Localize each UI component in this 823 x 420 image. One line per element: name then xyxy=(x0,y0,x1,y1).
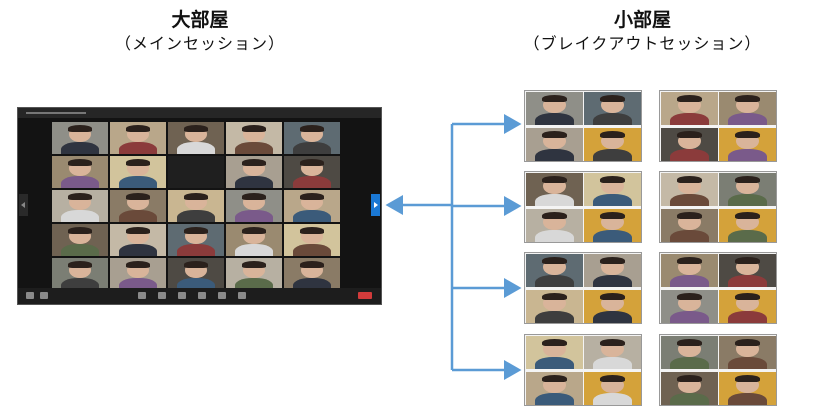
breakout-room-thumbnail xyxy=(659,252,777,324)
participant-video-tile xyxy=(526,209,583,242)
participants-icon xyxy=(138,292,146,299)
reactions-icon xyxy=(238,292,246,299)
share-screen-icon xyxy=(178,292,186,299)
participant-video-tile xyxy=(661,209,718,242)
participant-video-tile xyxy=(110,122,166,154)
participant-video-tile xyxy=(284,122,340,154)
participant-video-tile xyxy=(584,209,641,242)
participant-video-tile xyxy=(168,224,224,256)
participant-video-tile xyxy=(719,173,776,206)
breakout-room-thumbnail xyxy=(659,90,777,162)
main-room-title-block: 大部屋 （メインセッション） xyxy=(50,8,350,56)
participant-video-tile xyxy=(526,254,583,287)
participant-video-tile xyxy=(52,156,108,188)
participant-video-tile xyxy=(284,190,340,222)
participant-video-tile xyxy=(661,254,718,287)
participant-video-tile xyxy=(110,224,166,256)
mute-icon xyxy=(26,292,34,299)
participant-video-tile xyxy=(661,372,718,405)
participant-video-tile xyxy=(719,128,776,161)
participant-video-tile xyxy=(226,156,282,188)
participant-video-tile xyxy=(284,224,340,256)
participant-video-tile xyxy=(719,336,776,369)
participant-video-tile xyxy=(661,336,718,369)
breakout-room-thumbnail xyxy=(524,252,642,324)
participant-video-tile xyxy=(526,372,583,405)
breakout-room-thumbnail xyxy=(524,171,642,243)
participant-video-tile xyxy=(52,224,108,256)
breakout-room-thumbnail xyxy=(524,334,642,406)
meeting-controls-bar xyxy=(18,288,381,304)
participant-video-tile xyxy=(584,372,641,405)
window-titlebar xyxy=(18,108,381,118)
participant-video-tile xyxy=(52,122,108,154)
participant-video-tile xyxy=(52,190,108,222)
main-room-subtitle: （メインセッション） xyxy=(114,34,285,53)
participant-video-tile xyxy=(719,209,776,242)
participant-video-tile xyxy=(661,173,718,206)
participant-video-tile xyxy=(661,92,718,125)
participant-video-tile xyxy=(661,290,718,323)
participant-video-tile xyxy=(110,190,166,222)
participant-video-tile xyxy=(110,258,166,290)
breakout-subtitle: （ブレイクアウトセッション） xyxy=(523,34,762,53)
breakout-room-thumbnail xyxy=(524,90,642,162)
participant-video-tile xyxy=(110,156,166,188)
participant-video-tile xyxy=(661,128,718,161)
participant-video-tile xyxy=(584,92,641,125)
chat-icon xyxy=(158,292,166,299)
breakout-rooms-icon xyxy=(218,292,226,299)
video-icon xyxy=(40,292,48,299)
breakout-title-block: 小部屋 （ブレイクアウトセッション） xyxy=(470,8,815,56)
participant-video-tile xyxy=(584,254,641,287)
participant-video-tile xyxy=(584,290,641,323)
participant-video-tile xyxy=(168,122,224,154)
participant-video-tile xyxy=(284,156,340,188)
participant-video-tile xyxy=(719,372,776,405)
previous-page-button xyxy=(19,194,28,216)
participant-video-tile xyxy=(584,336,641,369)
participant-video-tile xyxy=(168,190,224,222)
participant-video-tile xyxy=(584,173,641,206)
breakout-title: 小部屋 xyxy=(613,9,671,31)
breakout-room-thumbnail xyxy=(659,334,777,406)
next-page-button xyxy=(371,194,380,216)
participant-video-tile xyxy=(526,290,583,323)
main-session-screenshot xyxy=(17,107,382,305)
participant-video-tile xyxy=(719,92,776,125)
participant-video-tile xyxy=(52,258,108,290)
participant-video-tile xyxy=(526,173,583,206)
participant-video-tile xyxy=(226,224,282,256)
participant-video-tile xyxy=(226,258,282,290)
participant-video-tile xyxy=(226,122,282,154)
participant-video-tile xyxy=(719,290,776,323)
participant-video-tile xyxy=(526,128,583,161)
main-room-title: 大部屋 xyxy=(171,9,229,31)
breakout-room-thumbnail xyxy=(659,171,777,243)
participant-video-tile xyxy=(168,258,224,290)
participant-video-tile xyxy=(526,336,583,369)
participant-video-tile xyxy=(719,254,776,287)
end-meeting-icon xyxy=(358,292,372,299)
participant-video-tile xyxy=(526,92,583,125)
participant-video-tile xyxy=(284,258,340,290)
participant-video-tile xyxy=(168,156,224,188)
participant-video-tile xyxy=(584,128,641,161)
record-icon xyxy=(198,292,206,299)
participant-video-tile xyxy=(226,190,282,222)
